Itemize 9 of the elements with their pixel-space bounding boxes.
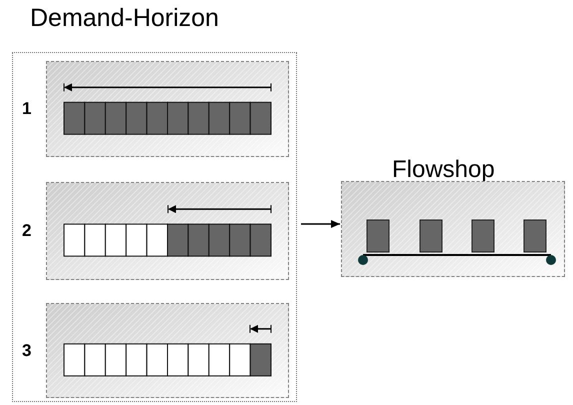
row-number: 3 [22,342,32,358]
horizon-panel [46,182,289,280]
horizon-panel [46,303,289,398]
heading: Demand-Horizon [30,6,219,31]
arrow [301,220,340,228]
row-number: 2 [22,222,32,239]
row-number: 1 [22,100,32,117]
horizon-panel [46,61,289,157]
heading: Flowshop [392,158,495,182]
